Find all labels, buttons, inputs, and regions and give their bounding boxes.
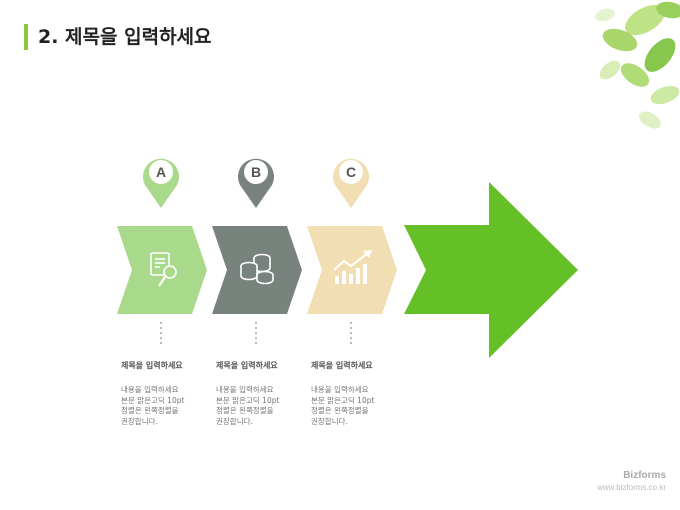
step-b-text: 제목을 입력하세요 내용을 입력하세요 본문 맑은고딕 10pt 정렬은 왼쪽정… <box>216 360 306 427</box>
growth-chart-icon <box>333 250 372 284</box>
step-c-heading: 제목을 입력하세요 <box>311 361 373 370</box>
marker-c: C <box>333 158 369 208</box>
step-a-text: 제목을 입력하세요 내용을 입력하세요 본문 맑은고딕 10pt 정렬은 왼쪽정… <box>121 360 211 427</box>
brand-url: www.bizforms.co.kr <box>597 483 666 492</box>
chevron-step-a <box>117 226 207 314</box>
step-c-body: 내용을 입력하세요 본문 맑은고딕 10pt 정렬은 왼쪽정렬을 권장합니다. <box>311 385 375 426</box>
chevron-step-c <box>307 226 397 314</box>
step-b-heading: 제목을 입력하세요 <box>216 361 278 370</box>
marker-a-label: A <box>156 164 166 180</box>
step-a-heading: 제목을 입력하세요 <box>121 361 183 370</box>
leaves-decoration <box>595 1 680 129</box>
marker-c-label: C <box>346 164 356 180</box>
document-search-icon <box>150 252 177 287</box>
brand-footer: Bizforms www.bizforms.co.kr <box>597 470 666 492</box>
marker-a: A <box>143 158 179 208</box>
step-a-body: 내용을 입력하세요 본문 맑은고딕 10pt 정렬은 왼쪽정렬을 권장합니다. <box>121 385 185 426</box>
slide-title: 2. 제목을 입력하세요 <box>38 26 212 48</box>
step-c-text: 제목을 입력하세요 내용을 입력하세요 본문 맑은고딕 10pt 정렬은 왼쪽정… <box>311 360 401 427</box>
step-b-body: 내용을 입력하세요 본문 맑은고딕 10pt 정렬은 왼쪽정렬을 권장합니다. <box>216 385 280 426</box>
coins-stack-icon <box>240 253 274 285</box>
big-arrow <box>404 182 578 358</box>
title-accent-bar <box>24 24 28 50</box>
brand-name: Bizforms <box>623 470 666 481</box>
marker-b-label: B <box>251 164 261 180</box>
marker-b: B <box>238 158 274 208</box>
